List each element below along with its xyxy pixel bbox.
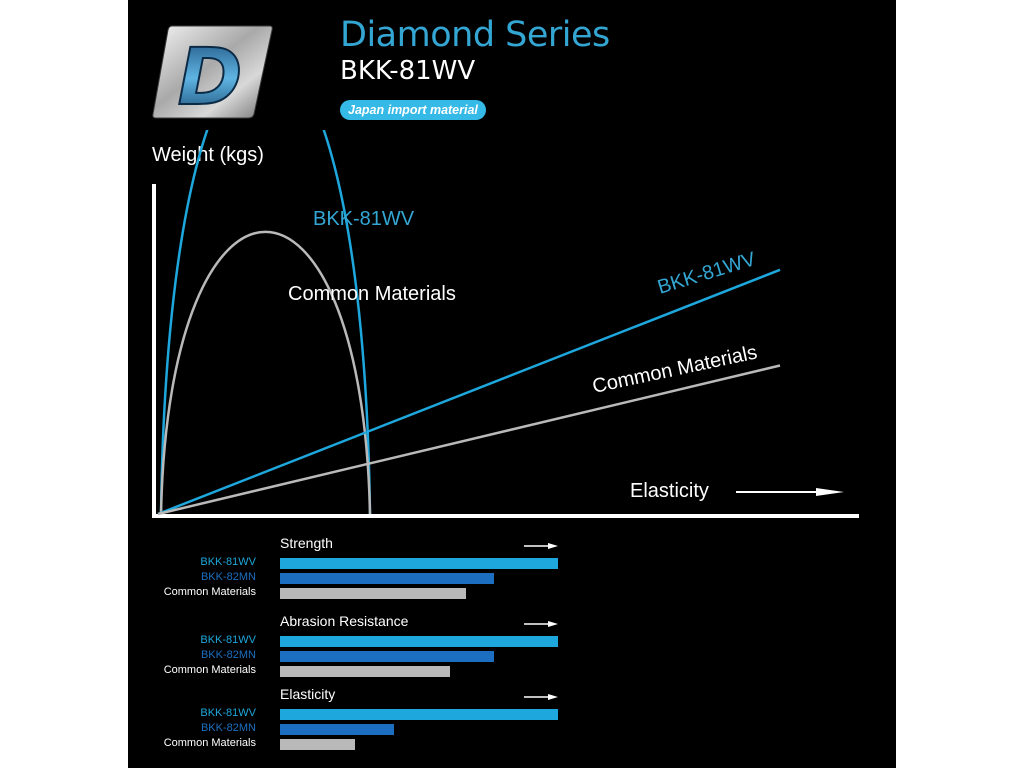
- bar-label-common-materials: Common Materials: [163, 664, 256, 676]
- product-panel: D Diamond Series BKK-81WV Japan import m…: [128, 0, 896, 768]
- bar-group-title-strength: Strength: [280, 535, 333, 551]
- line-common-materials: [157, 364, 781, 516]
- arch-common-materials: [159, 230, 372, 515]
- bar-elasticity-bkk-81wv: [280, 709, 558, 720]
- bar-label-bkk-82mn: BKK-82MN: [200, 571, 256, 583]
- arrow-icon: [524, 694, 558, 700]
- bar-label-bkk-81wv: BKK-81WV: [200, 634, 256, 646]
- bar-group-title-abrasion-resistance: Abrasion Resistance: [280, 613, 409, 629]
- arch-bkk-81wv-label: BKK-81WV: [313, 208, 415, 230]
- bar-strength-bkk-81wv: [280, 558, 558, 569]
- arrow-icon: [524, 621, 558, 627]
- logo-letter: D: [178, 33, 243, 120]
- bar-abrasion-resistance-common-materials: [280, 666, 450, 677]
- bar-elasticity-bkk-82mn: [280, 724, 394, 735]
- arrow-icon: [524, 543, 558, 549]
- bar-abrasion-resistance-bkk-81wv: [280, 636, 558, 647]
- bar-label-bkk-81wv: BKK-81WV: [200, 556, 256, 568]
- bar-label-bkk-82mn: BKK-82MN: [200, 722, 256, 734]
- series-title: Diamond Series: [340, 15, 610, 55]
- line-bkk-81wv: [157, 268, 781, 516]
- import-badge: Japan import material: [340, 100, 486, 120]
- bar-elasticity-common-materials: [280, 739, 356, 750]
- bar-label-bkk-82mn: BKK-82MN: [200, 649, 256, 661]
- y-axis-label: Weight (kgs): [152, 144, 264, 166]
- bar-strength-bkk-82mn: [280, 573, 495, 584]
- weight-elasticity-chart: Weight (kgs) BKK-81WV Common Materials B…: [152, 130, 859, 518]
- arch-common-materials-label: Common Materials: [288, 283, 456, 305]
- bar-label-common-materials: Common Materials: [163, 737, 256, 749]
- bar-label-common-materials: Common Materials: [163, 586, 256, 598]
- bar-strength-common-materials: [280, 588, 467, 599]
- x-axis-arrow: [736, 488, 844, 496]
- bar-group-title-elasticity: Elasticity: [280, 686, 336, 702]
- arch-bkk-81wv: [159, 130, 372, 515]
- line-bkk-81wv-label: BKK-81WV: [655, 248, 759, 299]
- diamond-logo: D: [152, 25, 273, 120]
- x-axis-label: Elasticity: [630, 480, 709, 502]
- model-title: BKK-81WV: [340, 56, 476, 86]
- bar-abrasion-resistance-bkk-82mn: [280, 651, 495, 662]
- bar-label-bkk-81wv: BKK-81WV: [200, 707, 256, 719]
